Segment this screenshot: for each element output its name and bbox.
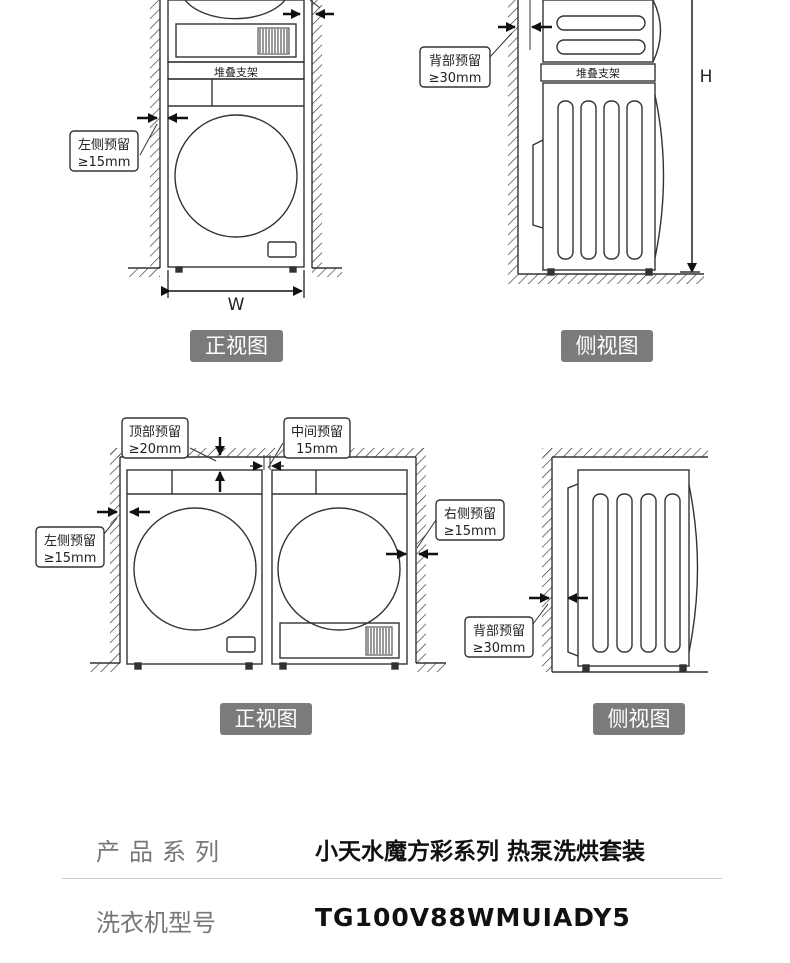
stacking-bracket-label: 堆叠支架	[214, 66, 258, 79]
front-view-label: 正视图	[190, 330, 283, 362]
front-view-label-2: 正视图	[220, 703, 312, 735]
model-value: TG100V88WMUIADY5	[315, 903, 631, 932]
washer-side	[542, 82, 656, 271]
top-clearance-callout	[121, 417, 189, 459]
spec-row-model: 洗衣机型号 TG100V88WMUIADY5	[0, 903, 790, 963]
back-clearance-title-2: 背部预留	[473, 624, 525, 639]
washer-door	[174, 114, 298, 238]
right-clearance-value: ≥15mm	[444, 524, 497, 539]
left-clearance-title: 左侧预留	[78, 138, 130, 153]
ceiling	[110, 448, 424, 457]
vent-grille	[257, 27, 290, 55]
series-value: 小天水魔方彩系列 热泵洗烘套装	[315, 839, 646, 865]
right-wall	[312, 0, 322, 268]
back-clearance-title: 背部预留	[429, 54, 481, 69]
width-dimension-label: W	[228, 295, 245, 315]
dryer-side	[542, 0, 654, 63]
right-clearance-title: 右侧预留	[444, 507, 496, 522]
back-clearance-value-2: ≥30mm	[473, 641, 526, 656]
stacking-bracket-side	[540, 63, 656, 82]
left-clearance-value-2: ≥15mm	[44, 551, 97, 566]
installation-diagram: 堆叠支架 左侧预留 ≥15mm W 堆叠支架 背部预留 ≥30mm H 顶部预留…	[35, 0, 713, 673]
back-clearance-callout	[419, 46, 491, 88]
machine-side	[577, 469, 690, 667]
side-view-label: 侧视图	[561, 330, 653, 362]
left-clearance-callout	[69, 130, 139, 172]
side-view-label-2: 侧视图	[593, 703, 685, 735]
floor	[508, 274, 704, 284]
spec-divider	[62, 878, 722, 879]
stacked-front-view	[69, 0, 342, 298]
stacking-bracket-label-side: 堆叠支架	[576, 67, 620, 80]
height-dimension-label: H	[700, 67, 713, 87]
back-clearance-value: ≥30mm	[429, 71, 482, 86]
middle-clearance-title: 中间预留	[291, 425, 343, 440]
right-clearance-callout	[435, 499, 505, 541]
left-wall	[150, 0, 160, 268]
series-label: 产品系列	[96, 838, 228, 866]
back-wall	[508, 0, 518, 274]
top-clearance-title: 顶部预留	[129, 425, 181, 440]
middle-clearance-callout	[283, 417, 351, 459]
dryer-front	[271, 469, 408, 665]
left-clearance-callout-2	[35, 526, 105, 568]
washer-body	[167, 78, 305, 268]
parallel-side-view	[464, 448, 708, 673]
top-clearance-value: ≥20mm	[129, 442, 182, 457]
back-clearance-callout-2	[464, 616, 534, 658]
parallel-front-view	[35, 417, 505, 672]
washer-front	[126, 469, 263, 665]
control-panel	[175, 23, 297, 58]
spec-row-series: 产品系列 小天水魔方彩系列 热泵洗烘套装	[0, 832, 790, 892]
left-clearance-value: ≥15mm	[78, 155, 131, 170]
left-clearance-title-2: 左侧预留	[44, 534, 96, 549]
stacked-side-view	[419, 0, 704, 284]
middle-clearance-value: 15mm	[296, 442, 338, 457]
model-label: 洗衣机型号	[96, 909, 216, 937]
